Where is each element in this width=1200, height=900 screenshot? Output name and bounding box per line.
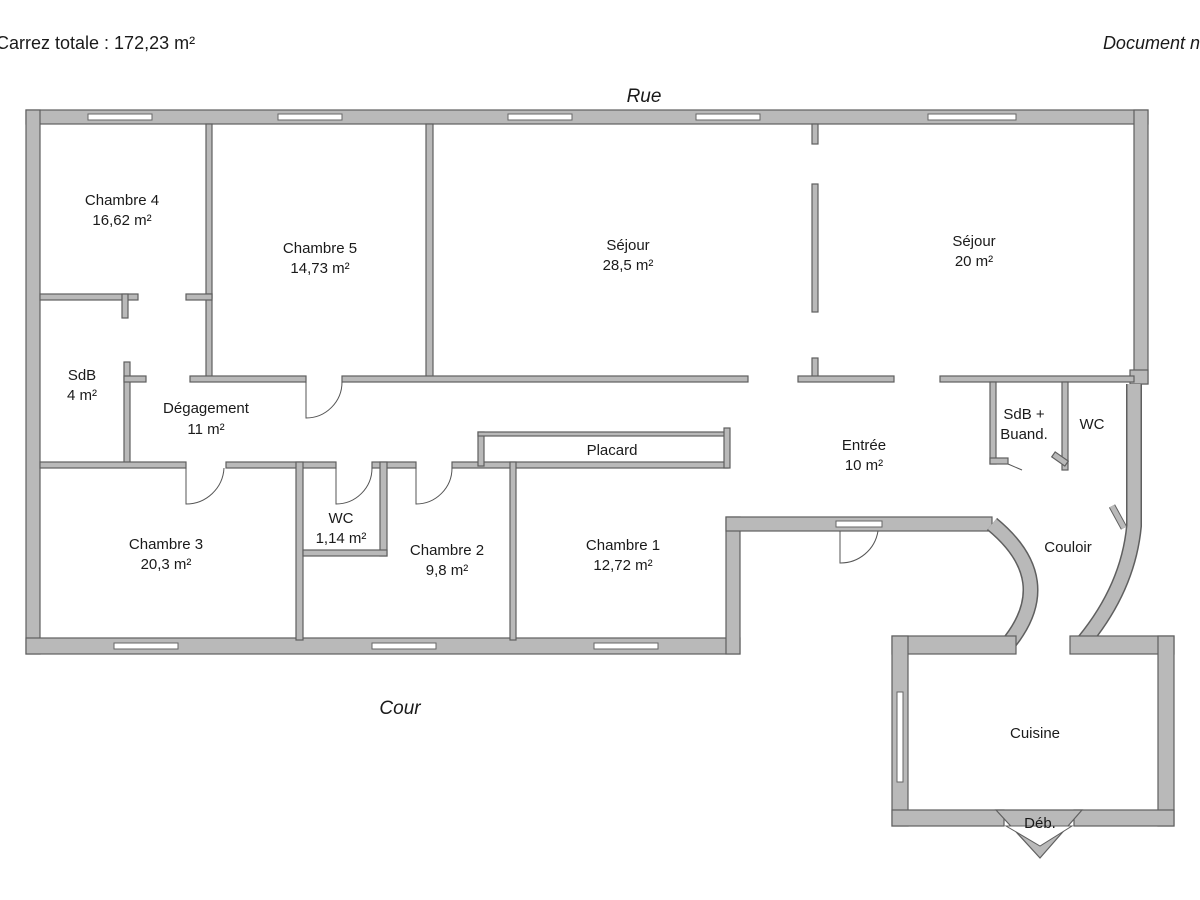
room-area: 28,5 m² xyxy=(603,257,654,274)
room-area: 1,14 m² xyxy=(316,530,367,547)
room-degagement: Dégagement 11 m² xyxy=(163,400,250,438)
room-name: WC xyxy=(1080,416,1105,433)
room-name: Entrée xyxy=(842,437,886,454)
room-sdb: SdB 4 m² xyxy=(67,367,97,404)
room-area: 11 m² xyxy=(187,421,224,438)
room-name: Chambre 1 xyxy=(586,537,660,554)
room-name: Chambre 3 xyxy=(129,536,203,553)
room-chambre-1: Chambre 1 12,72 m² xyxy=(586,537,660,574)
room-wc-small: WC 1,14 m² xyxy=(316,510,367,547)
room-name: Déb. xyxy=(1024,815,1056,832)
room-name: Cuisine xyxy=(1010,725,1060,742)
room-chambre-4: Chambre 4 16,62 m² xyxy=(85,192,159,229)
windows xyxy=(87,113,1017,783)
room-name: Chambre 5 xyxy=(283,240,357,257)
street-label-cour: Cour xyxy=(379,698,421,719)
room-sejour-2: Séjour 20 m² xyxy=(952,233,995,270)
room-wc-right: WC xyxy=(1080,416,1105,433)
street-label-rue: Rue xyxy=(627,86,662,107)
room-area: 4 m² xyxy=(67,387,97,404)
room-area: 9,8 m² xyxy=(426,562,469,579)
room-sejour-1: Séjour 28,5 m² xyxy=(603,237,654,274)
room-area: 10 m² xyxy=(845,457,883,474)
corridor-walls xyxy=(986,384,1142,652)
room-name: Couloir xyxy=(1044,539,1092,556)
room-name: Dégagement xyxy=(163,400,250,417)
room-name: WC xyxy=(329,510,354,527)
doors xyxy=(185,381,1023,564)
interior-walls xyxy=(39,123,1135,641)
room-name: SdB + xyxy=(1003,406,1045,423)
room-area: 16,62 m² xyxy=(92,212,151,229)
room-name: SdB xyxy=(68,367,96,384)
room-chambre-2: Chambre 2 9,8 m² xyxy=(410,542,484,579)
room-name: Chambre 4 xyxy=(85,192,159,209)
room-name: Séjour xyxy=(952,233,995,250)
room-area: 20,3 m² xyxy=(141,556,192,573)
room-area: 12,72 m² xyxy=(593,557,652,574)
room-placard: Placard xyxy=(587,442,638,459)
room-debarras: Déb. xyxy=(1024,815,1056,832)
room-cuisine: Cuisine xyxy=(1010,725,1060,742)
room-name-line2: Buand. xyxy=(1000,426,1048,443)
room-name: Placard xyxy=(587,442,638,459)
total-area-label: Carrez totale : 172,23 m² xyxy=(0,33,196,53)
room-name: Chambre 2 xyxy=(410,542,484,559)
room-name: Séjour xyxy=(606,237,649,254)
room-sdb-buanderie: SdB + Buand. xyxy=(1000,406,1048,443)
room-couloir: Couloir xyxy=(1044,539,1092,556)
room-area: 14,73 m² xyxy=(290,260,349,277)
room-chambre-3: Chambre 3 20,3 m² xyxy=(129,536,203,573)
document-label: Document n xyxy=(1102,33,1200,53)
room-chambre-5: Chambre 5 14,73 m² xyxy=(283,240,357,277)
kitchen-walls xyxy=(891,635,1175,859)
room-entree: Entrée 10 m² xyxy=(842,437,886,474)
room-area: 20 m² xyxy=(955,253,993,270)
